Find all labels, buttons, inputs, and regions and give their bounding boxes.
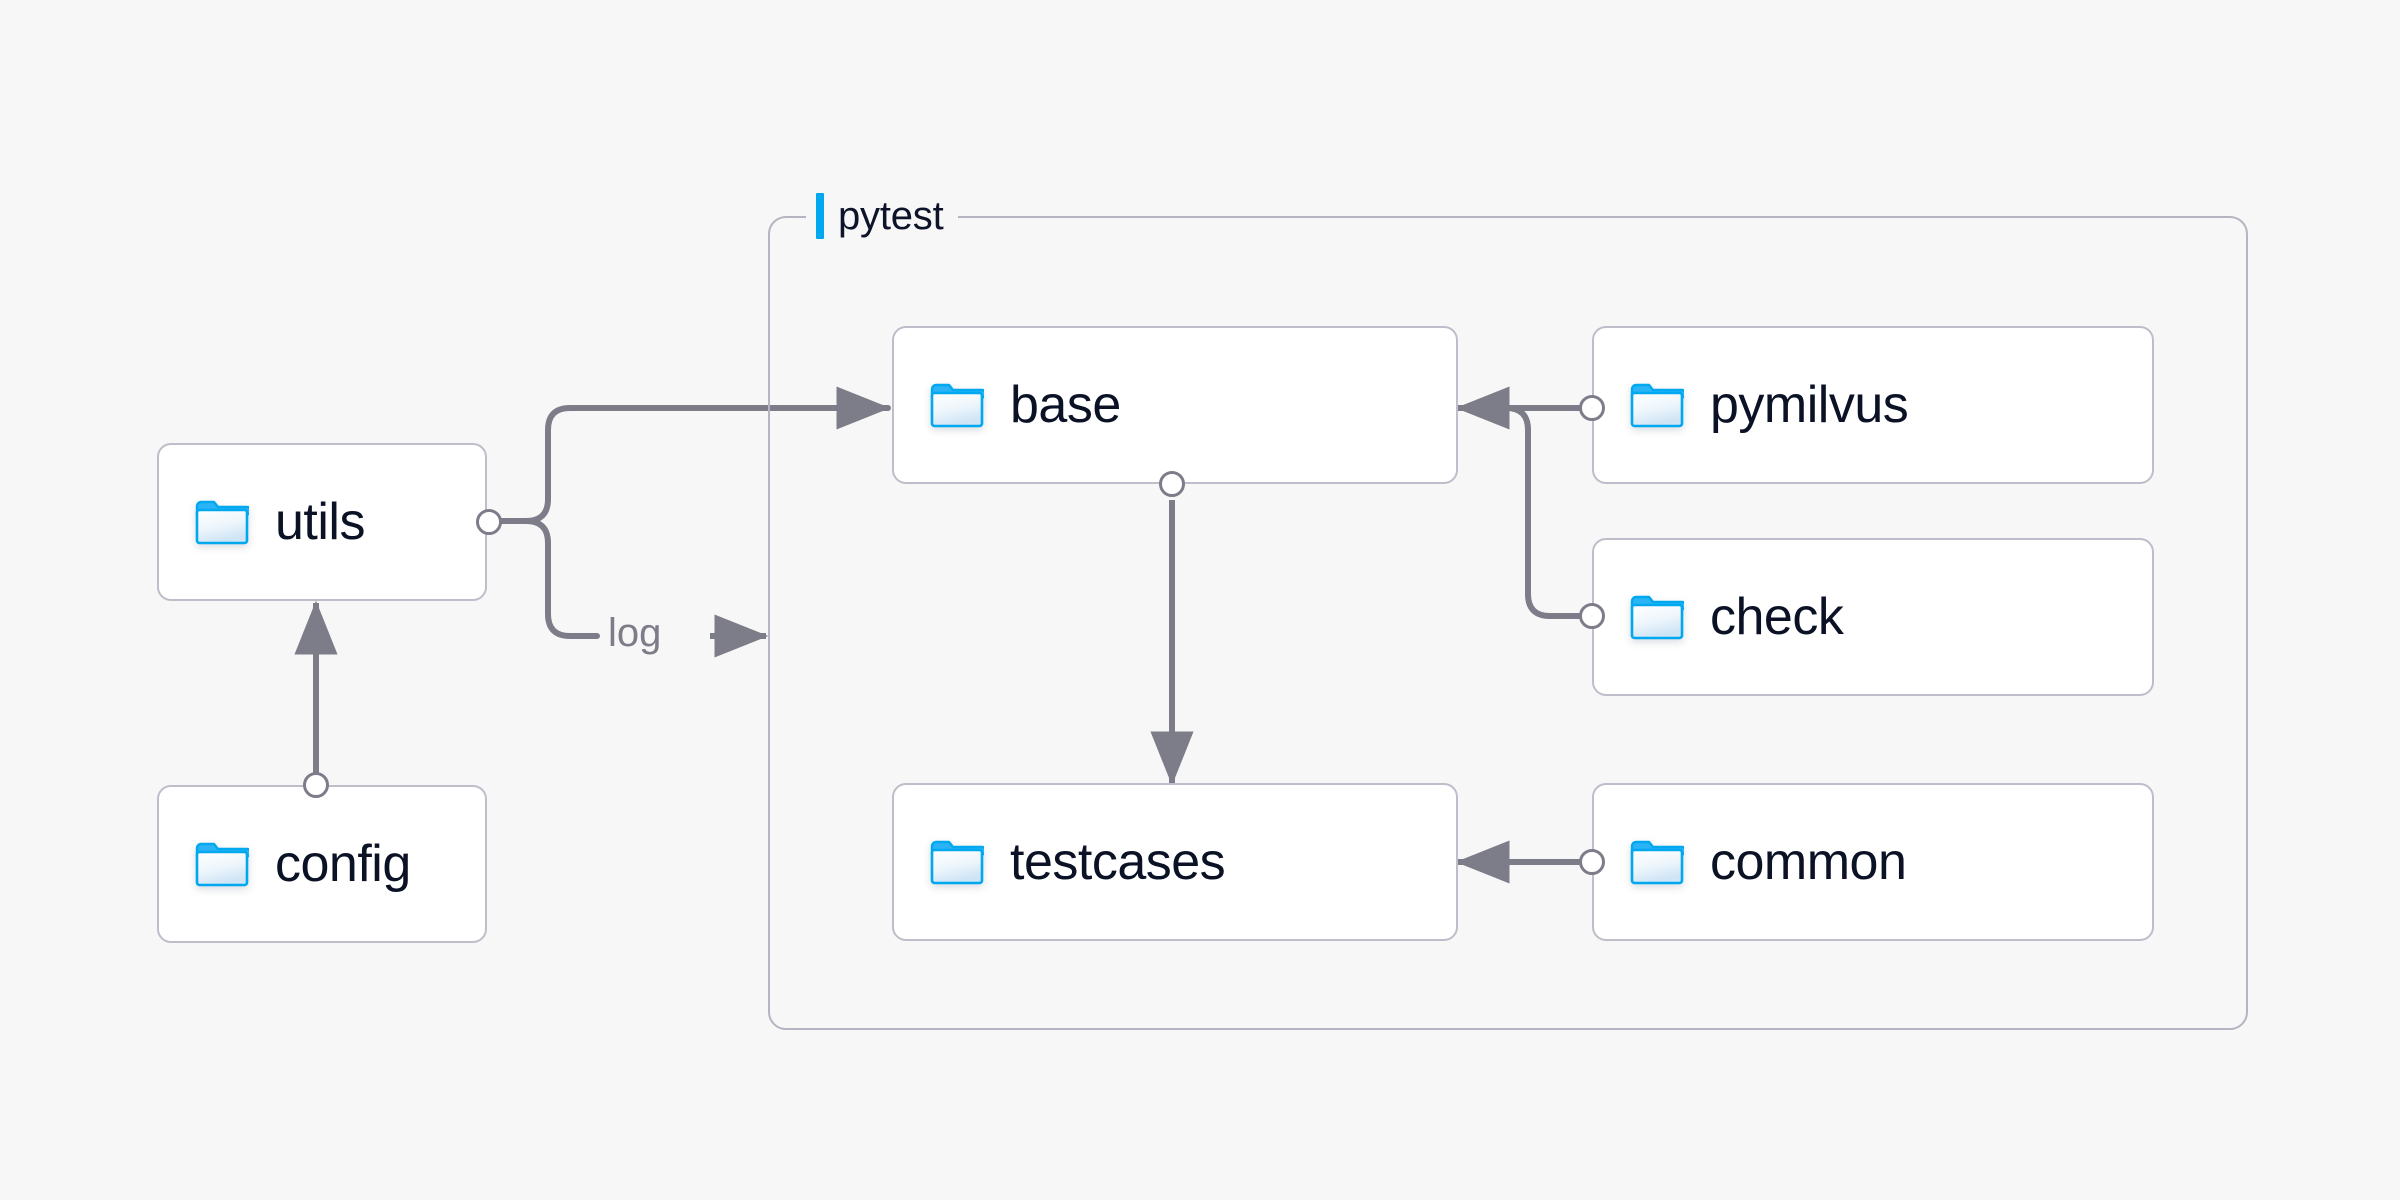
edge-label-log: log	[608, 611, 662, 655]
folder-icon	[1630, 594, 1684, 640]
folder-icon	[930, 382, 984, 428]
node-check[interactable]: check	[1592, 538, 2154, 696]
node-utils-label: utils	[275, 493, 365, 551]
node-pymilvus-label: pymilvus	[1710, 376, 1909, 434]
group-pytest-label: pytest	[806, 193, 958, 239]
connector-dot-pymilvus-left[interactable]	[1579, 395, 1605, 421]
connector-dot-config-top[interactable]	[303, 772, 329, 798]
folder-icon	[195, 841, 249, 887]
folder-icon	[930, 839, 984, 885]
node-testcases-label: testcases	[1010, 833, 1226, 891]
connector-dot-common-left[interactable]	[1579, 849, 1605, 875]
folder-icon	[1630, 839, 1684, 885]
node-check-label: check	[1710, 588, 1844, 646]
node-utils[interactable]: utils	[157, 443, 487, 601]
group-pytest	[768, 216, 2248, 1030]
group-pytest-label-text: pytest	[838, 194, 944, 238]
node-base[interactable]: base	[892, 326, 1458, 484]
accent-bar-icon	[816, 193, 824, 239]
folder-icon	[195, 499, 249, 545]
folder-icon	[1630, 382, 1684, 428]
connector-dot-utils-right[interactable]	[476, 509, 502, 535]
connector-dot-check-left[interactable]	[1579, 603, 1605, 629]
node-common-label: common	[1710, 833, 1907, 891]
node-common[interactable]: common	[1592, 783, 2154, 941]
connector-dot-base-bottom[interactable]	[1159, 471, 1185, 497]
node-config[interactable]: config	[157, 785, 487, 943]
node-config-label: config	[275, 835, 411, 893]
node-base-label: base	[1010, 376, 1121, 434]
node-pymilvus[interactable]: pymilvus	[1592, 326, 2154, 484]
node-testcases[interactable]: testcases	[892, 783, 1458, 941]
